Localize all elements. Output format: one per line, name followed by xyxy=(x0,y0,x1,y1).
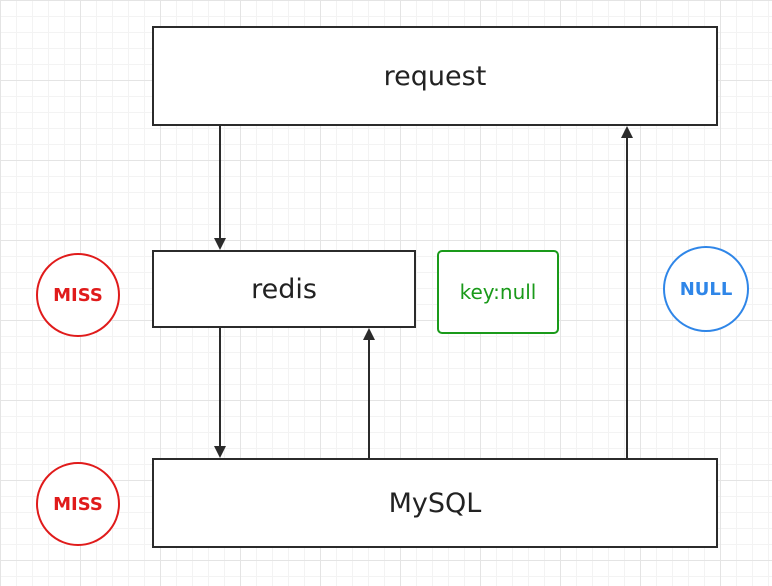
mysql-miss-label: MISS xyxy=(53,493,103,515)
redis-miss-label: MISS xyxy=(53,284,103,306)
request-box: request xyxy=(152,26,718,126)
redis-label: redis xyxy=(251,273,317,305)
null-return-badge: NULL xyxy=(663,246,749,332)
mysql-miss-badge: MISS xyxy=(36,462,120,546)
redis-box: redis xyxy=(152,250,416,328)
mysql-label: MySQL xyxy=(388,487,482,519)
redis-miss-badge: MISS xyxy=(36,253,120,337)
key-null-label: key:null xyxy=(459,280,537,304)
key-null-tag: key:null xyxy=(437,250,559,334)
mysql-box: MySQL xyxy=(152,458,718,548)
null-return-label: NULL xyxy=(679,278,733,300)
request-label: request xyxy=(383,60,487,92)
